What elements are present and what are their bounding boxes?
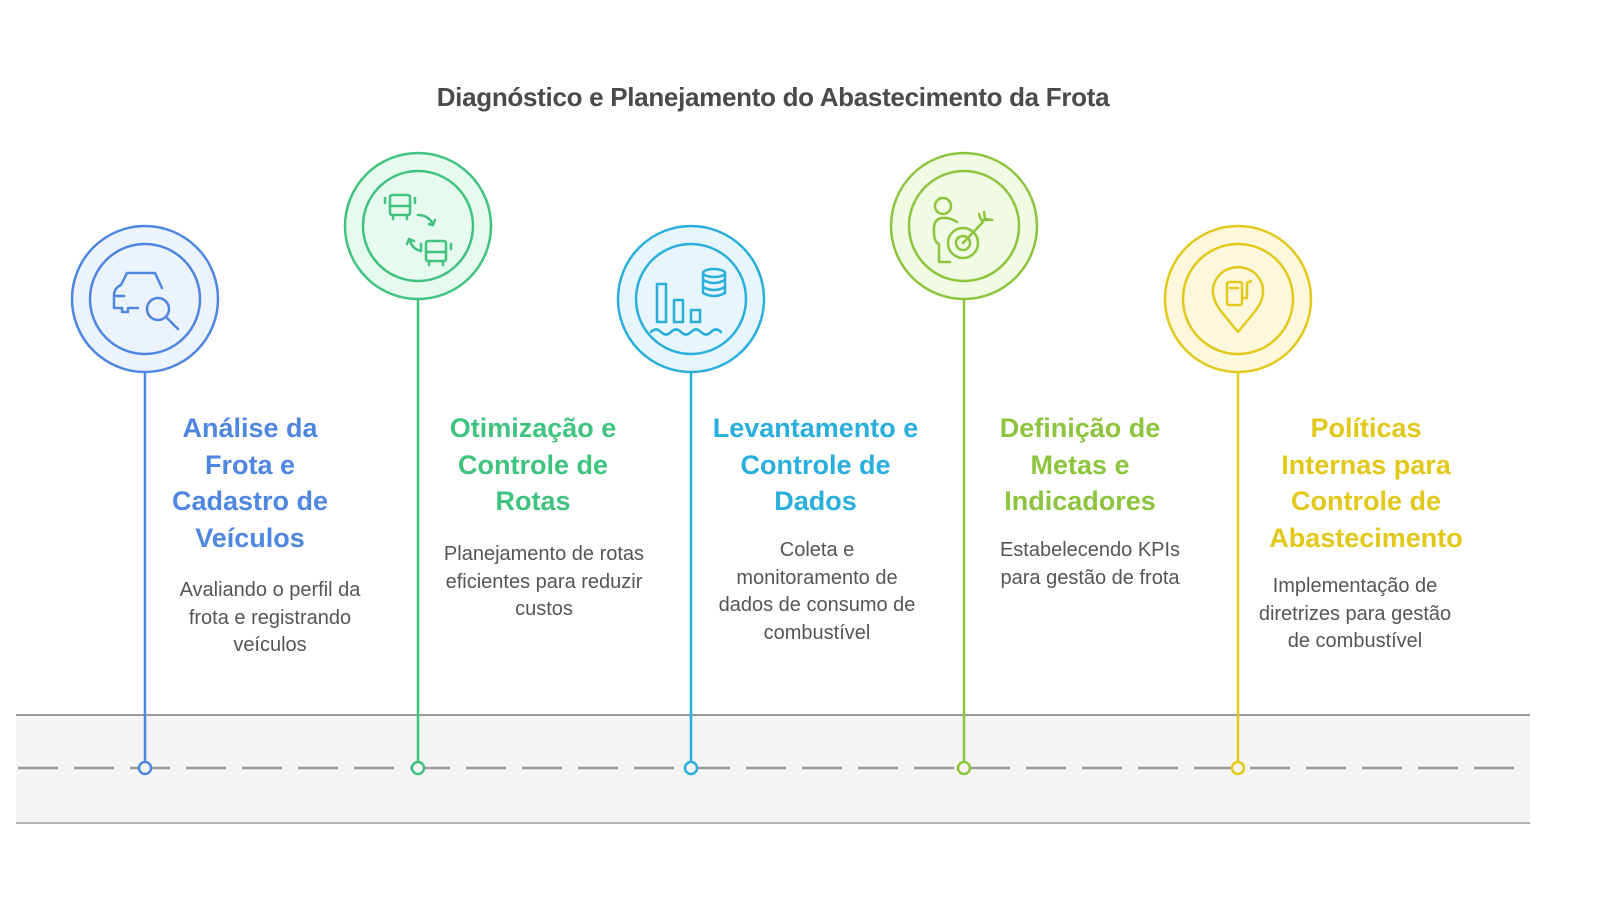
- step-3-title: Levantamento e Controle de Dados: [712, 413, 919, 516]
- car-search-icon: [112, 271, 180, 331]
- road-timeline: [16, 714, 1530, 824]
- person-target-icon: [932, 196, 994, 264]
- step-1-description: Avaliando o perfil da frota e registrand…: [179, 579, 361, 656]
- step-5-title: Políticas Internas para Controle de Abas…: [1269, 413, 1463, 553]
- fuel-pump-pin-icon: [1211, 265, 1265, 334]
- diagram-title: Diagnóstico e Planejamento do Abastecime…: [436, 82, 1110, 112]
- step-2-title: Otimização e Controle de Rotas: [449, 413, 617, 516]
- step-5-description: Implementação de diretrizes para gestão …: [1258, 575, 1452, 652]
- step-1-title: Análise da Frota e Cadastro de Veículos: [171, 413, 329, 553]
- step-4-description: Estabelecendo KPIs para gestão de frota: [999, 539, 1181, 589]
- bus-route-swap-icon: [383, 193, 453, 267]
- step-3-description: Coleta e monitoramento de dados de consu…: [718, 539, 916, 644]
- data-chart-database-icon: [649, 267, 727, 336]
- step-2-description: Planejamento de rotas eficientes para re…: [443, 543, 645, 620]
- step-4-title: Definição de Metas e Indicadores: [999, 413, 1161, 516]
